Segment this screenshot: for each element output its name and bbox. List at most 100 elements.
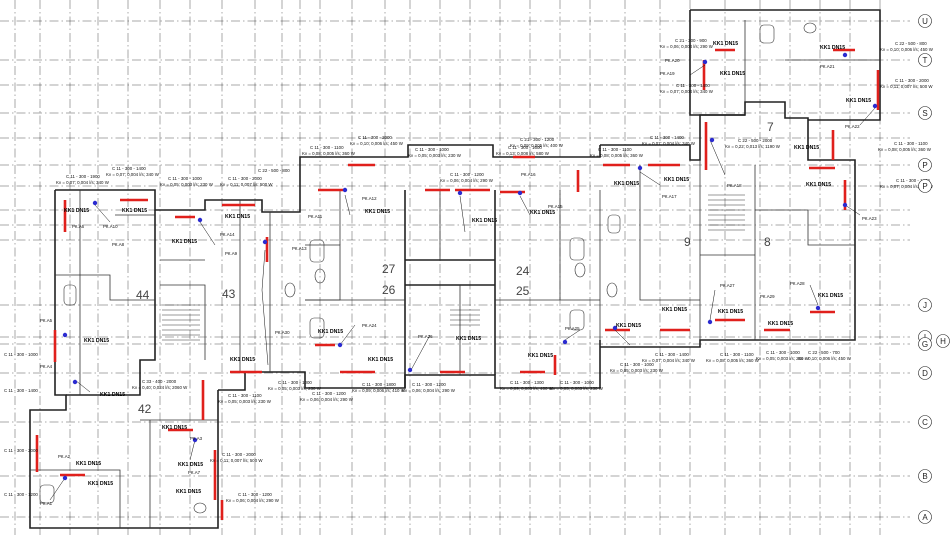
svg-text:Kv = 0,07; 0,004 l/s; 340 W: Kv = 0,07; 0,004 l/s; 340 W	[642, 141, 696, 146]
svg-text:Kv = 0,06; 0,004 l/s; 290 W: Kv = 0,06; 0,004 l/s; 290 W	[440, 178, 494, 183]
svg-text:C 22 - 500 - 800: C 22 - 500 - 800	[258, 168, 290, 173]
svg-text:C 11 - 300 - 1000: C 11 - 300 - 1000	[766, 350, 800, 355]
spec-callout: C 11 - 300 - 1000	[4, 352, 38, 357]
valve-tag: KK1 DN15	[528, 353, 553, 359]
room-numbers: 44 43 42 27 26 24 25 9 8 7	[136, 120, 774, 416]
riser-label: РК.А25	[565, 326, 580, 331]
axis-label: B	[922, 472, 927, 481]
riser-label: РК.А12	[362, 196, 377, 201]
building-walls	[29, 9, 881, 529]
valve-tag: KK1 DN15	[718, 309, 743, 315]
svg-text:Kv = 0,06; 0,004 l/s; 290 W: Kv = 0,06; 0,004 l/s; 290 W	[402, 388, 456, 393]
valve-tag: KK1 DN15	[365, 209, 390, 215]
svg-text:C 22 - 500 - 2000: C 22 - 500 - 2000	[738, 138, 773, 143]
svg-text:Kv = 0,07; 0,004 l/s; 340 W: Kv = 0,07; 0,004 l/s; 340 W	[642, 358, 696, 363]
grid-axes	[0, 0, 910, 535]
axis-bubble	[918, 179, 932, 193]
svg-text:Kv = 0,07; 0,004 l/s; 340 W: Kv = 0,07; 0,004 l/s; 340 W	[56, 180, 110, 185]
svg-text:Kv = 0,07; 0,004 l/s; 340 W: Kv = 0,07; 0,004 l/s; 340 W	[880, 184, 934, 189]
valve-tag: KK1 DN15	[794, 145, 819, 151]
svg-text:Kv = 0,10; 0,006 l/s; 450 W: Kv = 0,10; 0,006 l/s; 450 W	[350, 141, 404, 146]
riser-label: РК.А26	[418, 334, 433, 339]
svg-text:Kv = 0,08; 0,005 l/s; 360 W: Kv = 0,08; 0,005 l/s; 360 W	[878, 147, 932, 152]
riser-label: РК.А8	[112, 242, 125, 247]
svg-text:C 11 - 300 - 2000: C 11 - 300 - 2000	[4, 448, 38, 453]
valve-tag: KK1 DN15	[530, 210, 555, 216]
valve-tags: KK1 DN15 KK1 DN15 KK1 DN15 KK1 DN15 KK1 …	[64, 41, 871, 495]
svg-text:C 11 - 300 - 1400: C 11 - 300 - 1400	[112, 166, 146, 171]
svg-text:Kv = 0,05; 0,003 l/s; 230 W: Kv = 0,05; 0,003 l/s; 230 W	[268, 386, 322, 391]
riser-label: РК.А10	[103, 224, 118, 229]
svg-text:Kv = 0,06; 0,004 l/s; 290 W: Kv = 0,06; 0,004 l/s; 290 W	[300, 397, 354, 402]
riser-label: РК.А7	[188, 470, 201, 475]
valve-tag: KK1 DN15	[664, 177, 689, 183]
riser-label: РК.А14	[220, 232, 235, 237]
svg-text:C 22 - 500 - 700: C 22 - 500 - 700	[808, 350, 840, 355]
room-number: 26	[382, 283, 396, 297]
axis-bubble	[918, 14, 932, 28]
leader-lines	[49, 64, 876, 501]
svg-text:C 11 - 300 - 1100: C 11 - 300 - 1100	[310, 145, 344, 150]
valve-tag: KK1 DN15	[720, 71, 745, 77]
valve-tag: KK1 DN15	[88, 481, 113, 487]
svg-text:Kv = 0,09; 0,005 l/s; 400 W: Kv = 0,09; 0,005 l/s; 400 W	[500, 386, 554, 391]
axis-label: C	[922, 418, 928, 427]
room-number: 27	[382, 262, 396, 276]
valve-tag: KK1 DN15	[122, 208, 147, 214]
svg-text:Kv = 0,06; 0,004 l/s; 290 W: Kv = 0,06; 0,004 l/s; 290 W	[660, 44, 714, 49]
riser-label: РК.А24	[362, 323, 377, 328]
svg-text:C 11 - 300 - 1200: C 11 - 300 - 1200	[450, 172, 484, 177]
axis-bubble	[918, 510, 932, 524]
axis-label: P	[922, 182, 927, 191]
valve-tag: KK1 DN15	[162, 425, 187, 431]
svg-text:C 21 - 300 - 1200: C 21 - 300 - 1200	[520, 137, 555, 142]
spec-callout: C 11 - 300 - 2000	[4, 448, 38, 453]
riser-label: РК.А2	[58, 454, 71, 459]
riser-label: РК.А28	[790, 281, 805, 286]
svg-text:C 11 - 300 - 2000: C 11 - 300 - 2000	[895, 78, 929, 83]
svg-text:Kv = 0,05; 0,003 l/s; 230 W: Kv = 0,05; 0,003 l/s; 230 W	[408, 153, 462, 158]
valve-tag: KK1 DN15	[100, 392, 125, 398]
axis-label: D	[922, 369, 928, 378]
svg-text:C 33 - 400 - 2000: C 33 - 400 - 2000	[142, 379, 177, 384]
room-number: 43	[222, 287, 236, 301]
svg-text:Kv = 0,06; 0,004 l/s; 290 W: Kv = 0,06; 0,004 l/s; 290 W	[226, 498, 280, 503]
axis-bubble	[918, 337, 932, 351]
room-number: 8	[764, 235, 771, 249]
connection-points	[62, 52, 878, 481]
valve-tag: KK1 DN15	[176, 489, 201, 495]
valve-tag: KK1 DN15	[76, 461, 101, 467]
svg-text:C 11 - 300 - 1000: C 11 - 300 - 1000	[278, 380, 312, 385]
riser-label: РК.А6	[72, 224, 85, 229]
svg-text:Kv = 0,05; 0,003 l/s; 230 W: Kv = 0,05; 0,003 l/s; 230 W	[610, 368, 664, 373]
axis-label: A	[922, 513, 928, 522]
valve-tag: KK1 DN15	[172, 239, 197, 245]
room-number: 7	[767, 120, 774, 134]
svg-text:C 11 - 300 - 1200: C 11 - 300 - 1200	[312, 391, 346, 396]
svg-text:C 11 - 300 - 2000: C 11 - 300 - 2000	[222, 452, 256, 457]
valve-tag: KK1 DN15	[820, 45, 845, 51]
svg-text:Kv = 0,11; 0,007 l/s; 500 W: Kv = 0,11; 0,007 l/s; 500 W	[880, 84, 933, 89]
axis-bubble	[918, 158, 932, 172]
svg-text:C 11 - 300 - 1000: C 11 - 300 - 1000	[415, 147, 449, 152]
svg-text:C 11 - 300 - 1300: C 11 - 300 - 1300	[510, 380, 544, 385]
riser-label: РК.А11	[308, 214, 323, 219]
axis-bubble	[918, 298, 932, 312]
svg-text:C 11 - 300 - 2000: C 11 - 300 - 2000	[358, 135, 392, 140]
valve-tag: KK1 DN15	[225, 214, 250, 220]
axis-label: G	[922, 340, 928, 349]
